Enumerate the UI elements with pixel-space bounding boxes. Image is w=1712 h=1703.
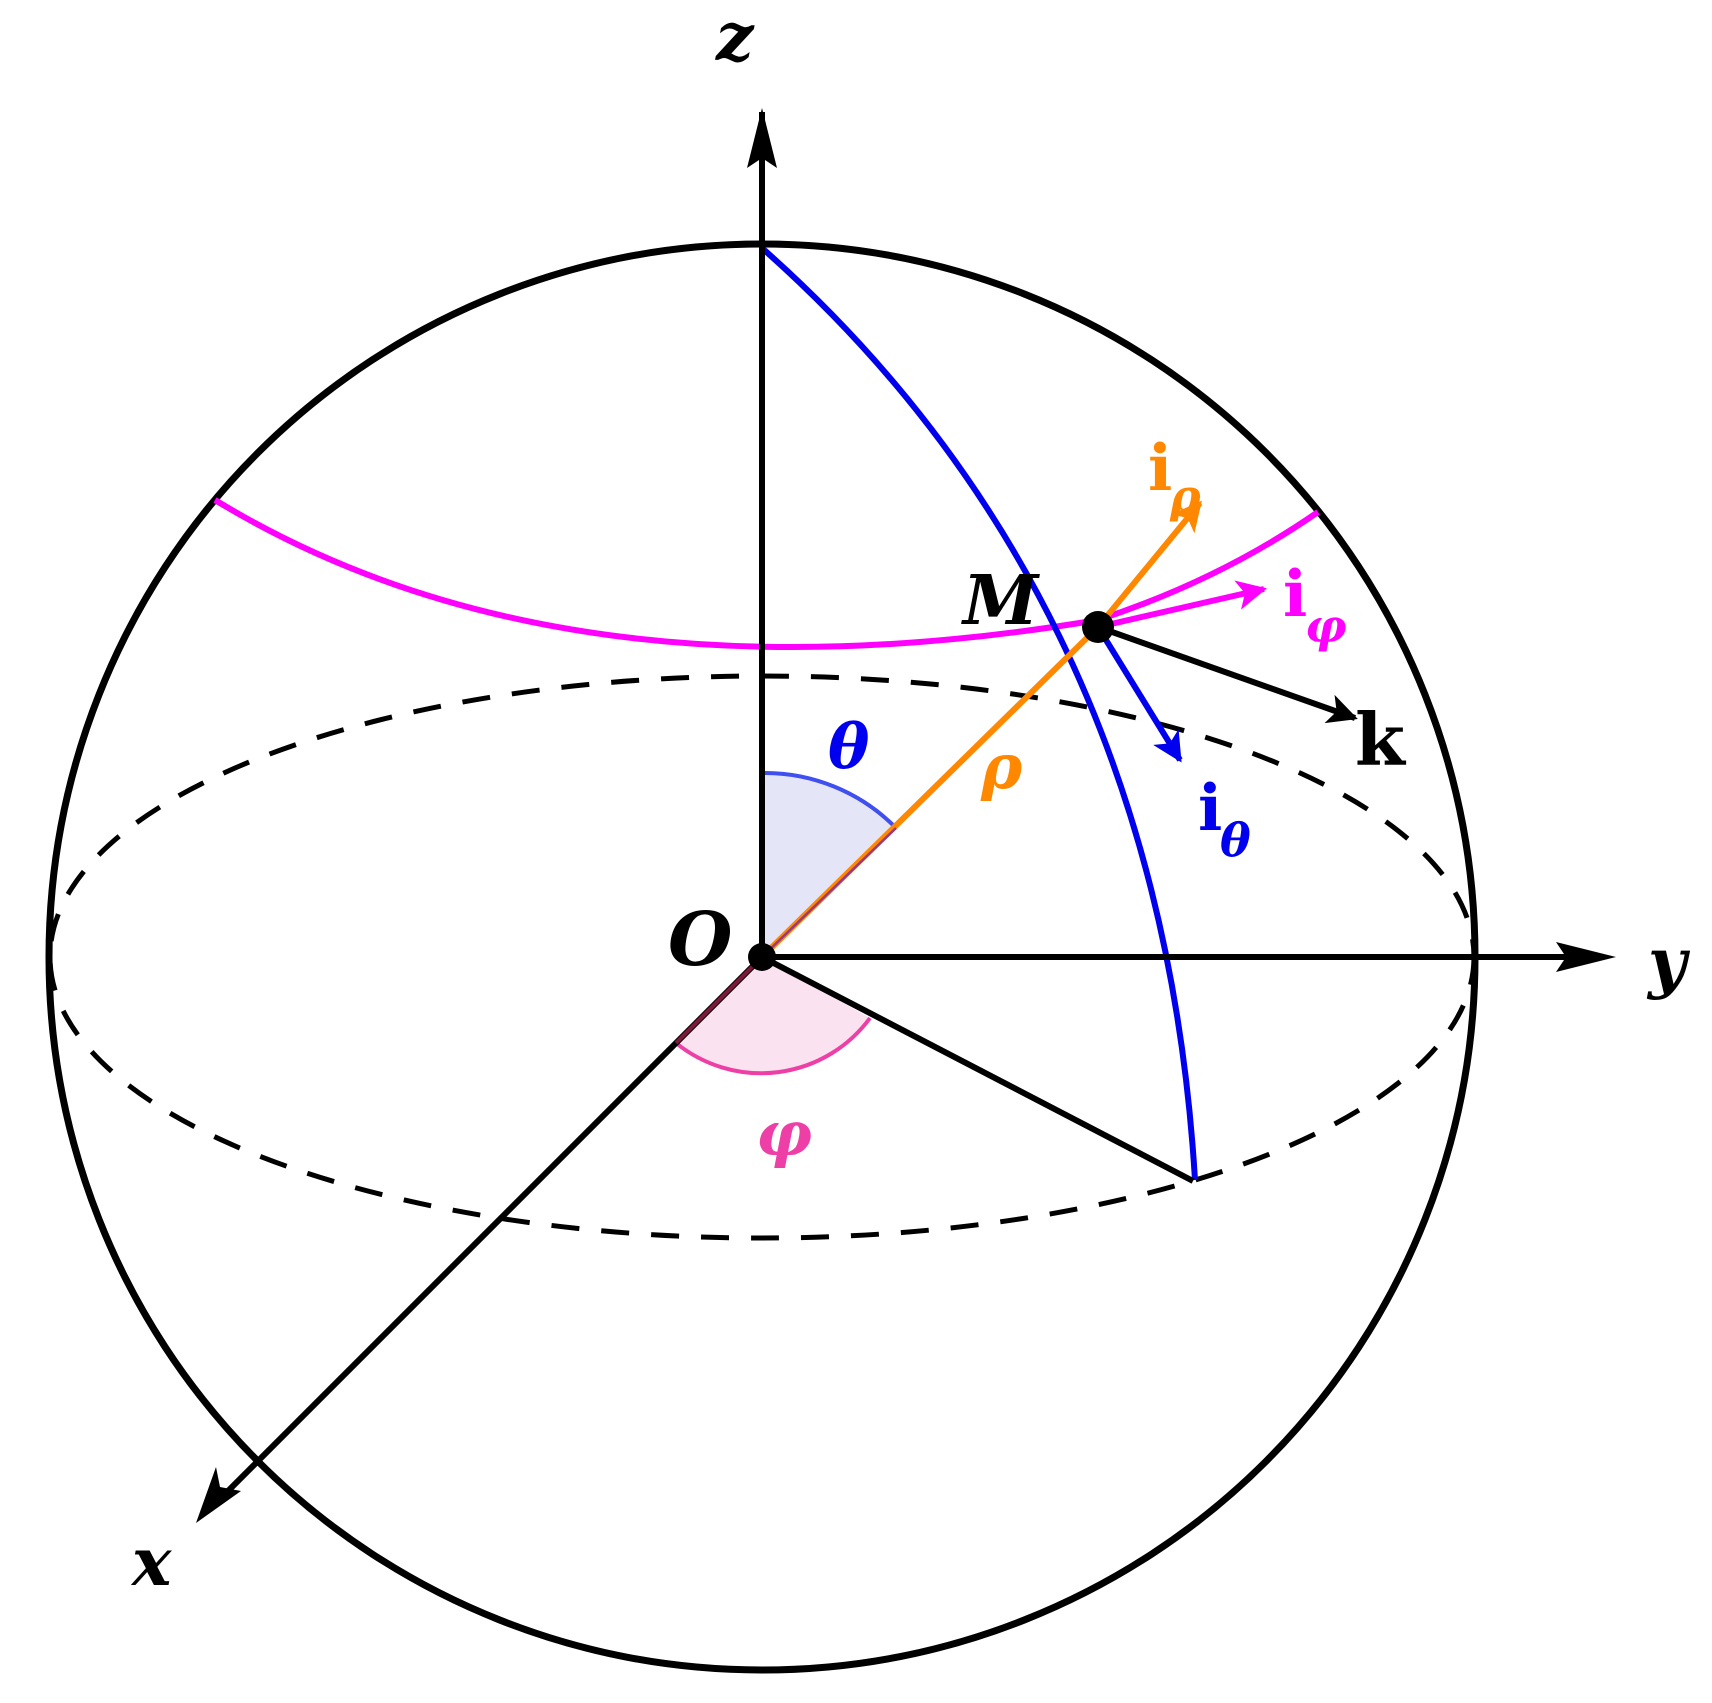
- origin-label: O: [668, 897, 732, 983]
- vector-i-theta-label: i θ: [1198, 771, 1251, 867]
- z-axis-arrowhead: [747, 108, 777, 168]
- vector-i-theta: [1095, 625, 1183, 763]
- projection-line: [760, 954, 1195, 1184]
- radius-tint: [761, 827, 897, 958]
- radius-rho-label: ρ: [980, 730, 1023, 803]
- vector-k: [1096, 624, 1358, 724]
- angle-phi-label: φ: [756, 1097, 812, 1170]
- latitude-circle: [213, 497, 1320, 650]
- angle-theta-label: θ: [828, 710, 870, 783]
- theta-sector: [762, 772, 896, 957]
- vector-i-phi-symbol: i: [1283, 557, 1307, 632]
- vector-i-rho-label: i ρ: [1148, 431, 1201, 523]
- vector-k-label: k: [1355, 697, 1407, 782]
- x-axis-label: x: [130, 1523, 172, 1601]
- vector-i-rho-subscript: ρ: [1169, 469, 1201, 523]
- theta-arc: [761, 770, 898, 830]
- vector-i-theta-subscript: θ: [1220, 813, 1251, 867]
- vector-i-phi-subscript: φ: [1305, 599, 1347, 653]
- x-axis-arrowhead: [196, 1467, 241, 1523]
- y-axis-arrowhead: [1556, 942, 1616, 972]
- vector-i-theta-symbol: i: [1198, 771, 1222, 846]
- origin-point: [748, 943, 776, 971]
- x-axis-segment-tint: [674, 955, 764, 1045]
- vector-i-rho-symbol: i: [1148, 431, 1172, 506]
- vector-i-phi-label: i φ: [1283, 557, 1347, 653]
- point-m-label: M: [961, 561, 1040, 641]
- point-m: [1082, 611, 1114, 643]
- vector-i-rho: [1095, 500, 1203, 629]
- x-axis: [207, 954, 765, 1512]
- z-axis-label: z: [715, 0, 755, 76]
- y-axis-label: y: [1646, 923, 1691, 1001]
- phi-sector: [676, 957, 870, 1074]
- vector-i-phi: [1097, 580, 1267, 630]
- phi-arc: [674, 1016, 872, 1076]
